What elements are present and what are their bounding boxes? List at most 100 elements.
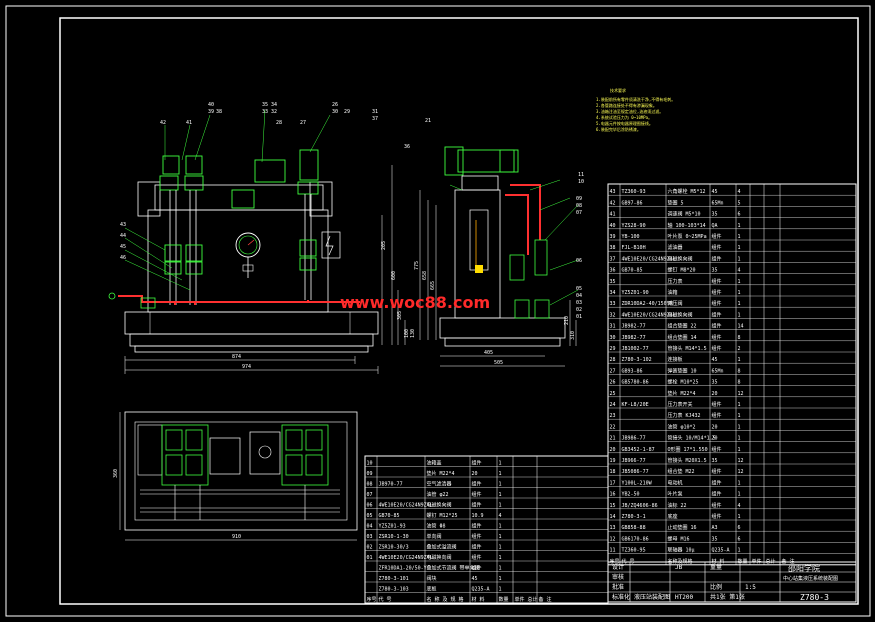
bom-right-cell: 电磁换向阀 (668, 311, 693, 318)
bom-right-cell: 1 (738, 436, 741, 442)
bom-left-cell: 1 (499, 566, 502, 572)
bom-right-cell: Q235-A (712, 548, 730, 554)
label-03: 03 (576, 300, 582, 306)
bom-left-cell: 垫片 M22*4 (427, 470, 455, 477)
label-21: 21 (425, 118, 431, 124)
label-27: 27 (300, 120, 306, 126)
bom-right-cell: 1 (738, 290, 741, 296)
bom-right-cell: 27 (610, 368, 616, 374)
bom-right-cell: 20 (712, 424, 718, 430)
bom-right-cell: 组件 (712, 300, 722, 307)
bom-right-cell: 油标 22 (668, 502, 687, 509)
bom-right-header-cell: 代 号 (622, 558, 635, 565)
bom-left-cell: 空气滤清器 (427, 481, 452, 488)
bom-right-cell: 弹簧垫圈 10 (668, 367, 697, 374)
bom-right-cell: GB5780-86 (622, 380, 649, 386)
label-38: 38 (216, 109, 222, 115)
bom-right-cell: GB858-88 (622, 525, 646, 531)
bom-right-cell: 4 (738, 268, 741, 274)
label-04: 04 (576, 293, 582, 299)
label-26: 26 (332, 102, 338, 108)
bom-right-cell: KF-L8/20E (622, 402, 649, 408)
bom-right-cell: YB-100 (622, 234, 640, 240)
dim-974: 974 (242, 364, 251, 370)
bom-right-cell: YZ5Z01-90 (622, 290, 649, 296)
bom-left-cell: 电磁换向阀 (427, 554, 452, 561)
bom-left-cell: 油箱盖 (427, 460, 442, 467)
bom-left-cell: 1 (499, 555, 502, 561)
bom-right-cell: 36 (610, 268, 616, 274)
bom-right-cell: O形圈 17*1.550 (668, 446, 708, 453)
bom-left-cell: 4WE10E20/CG24N9Z4L (379, 503, 433, 509)
tb-school: 邵阳学院 (788, 563, 820, 573)
bom-left-header-cell: 材 料 (472, 596, 485, 603)
bom-left-cell: 组件 (472, 544, 482, 551)
label-44: 44 (120, 233, 126, 239)
bom-right-cell: 调速阀 M5*10 (668, 211, 701, 218)
dim-310: 310 (570, 331, 576, 340)
front-view (108, 109, 406, 374)
bom-left-cell: YZ5Z01-93 (379, 524, 406, 530)
bom-left-cell: ZSR10-30/3 (379, 545, 409, 551)
label-39: 39 (208, 109, 214, 115)
bom-right-cell: 35 (712, 212, 718, 218)
bom-right-cell: 1 (738, 279, 741, 285)
bom-right-cell: 组件 (712, 323, 722, 330)
side-view-labels: 21 11 10 09 08 07 06 05 04 03 02 01 405 … (414, 118, 584, 366)
bom-left-header-cell: 代 号 (379, 596, 392, 603)
tb-sheet-code: JB (675, 564, 683, 571)
bom-right-cell: 组合垫圈 22 (668, 323, 697, 330)
bom-right-cell: 35 (610, 279, 616, 285)
bom-right-cell: JB982-77 (622, 335, 646, 341)
bom-right-cell: 1 (738, 301, 741, 307)
bom-right-cell: 减压阀 (668, 300, 683, 307)
bom-right-cell: 管接头 M20X1.5 (668, 457, 707, 464)
bom-right-cell: 油箱 (668, 289, 678, 296)
bom-right-cell: GB3452-1-87 (622, 447, 655, 453)
bom-right-cell: 28 (610, 357, 616, 363)
bom-left-cell: 1 (499, 482, 502, 488)
bom-right-cell: 滤油器 (668, 244, 683, 251)
bom-left-cell: 4 (499, 513, 502, 519)
bom-right-cell: 11 (610, 548, 616, 554)
bom-right-cell: 45 (712, 357, 718, 363)
bom-right-cell: 21 (610, 436, 616, 442)
bom-right-cell: TZ360-95 (622, 548, 646, 554)
bom-right-cell: 20 (712, 391, 718, 397)
note-5: 5.电器元件按电器原理图接线。 (596, 120, 653, 126)
bom-right-cell: 15 (610, 503, 616, 509)
tb-scale-label: 比例 (710, 583, 722, 591)
bom-right-cell: 1 (738, 223, 741, 229)
bom-left-cell: 组件 (472, 502, 482, 509)
bom-left-cell: ZSR10-1-30 (379, 534, 409, 540)
tb-material-code: HT200 (675, 594, 693, 601)
bom-left-cell: 1 (499, 534, 502, 540)
label-35: 35 (262, 102, 268, 108)
bom-right-cell: 组件 (712, 412, 722, 419)
bom-left-cell: 02 (367, 545, 373, 551)
bom-right-cell: 1 (738, 245, 741, 251)
label-11: 11 (578, 172, 584, 178)
bom-right-cell: 1 (738, 357, 741, 363)
bom-right-cell: Z780-3-1 (622, 514, 646, 520)
label-08: 08 (576, 203, 582, 209)
bom-right-cell: JB/ZQ4606-86 (622, 503, 658, 509)
bom-left-cell: 组件 (472, 491, 482, 498)
bom-left-cell: 组件 (472, 533, 482, 540)
bom-right-cell: 1 (738, 234, 741, 240)
bom-left-cell: 组件 (472, 460, 482, 467)
bom-right-cell: 组件 (712, 479, 722, 486)
bom-right-cell: 压力表 KJ432 (668, 412, 701, 419)
bom-left-cell: 10.9 (472, 513, 484, 519)
bom-right-cell: 1 (738, 413, 741, 419)
bom-right-cell: 压力表 (668, 278, 683, 285)
bom-left-cell: 组件 (472, 481, 482, 488)
bom-right-cell: 六角螺栓 M5*12 (668, 188, 706, 195)
note-6: 6.装配完毕后涂防锈漆。 (596, 126, 641, 132)
bom-right-cell: 25 (610, 391, 616, 397)
bom-right-cell: 2 (738, 346, 741, 352)
bom-right-cell: 37 (610, 256, 616, 262)
bom-right-cell: 12 (610, 536, 616, 542)
tb-drawing-no: Z780-3 (800, 593, 829, 602)
